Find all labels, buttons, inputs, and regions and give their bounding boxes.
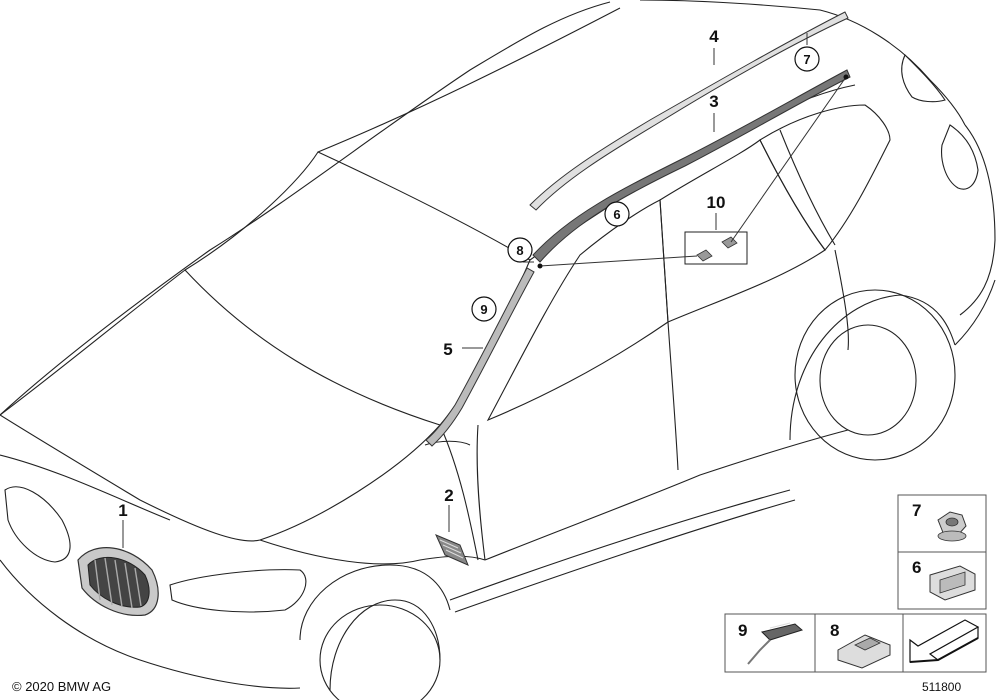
- svg-text:8: 8: [516, 243, 523, 258]
- svg-text:6: 6: [613, 207, 620, 222]
- svg-text:9: 9: [480, 302, 487, 317]
- callout-5: 5: [443, 340, 452, 359]
- kidney-grille: [77, 547, 159, 617]
- svg-text:7: 7: [803, 52, 810, 67]
- callout-7: 7: [794, 46, 820, 72]
- callout-10: 10: [707, 193, 726, 212]
- diagram-number: 511800: [922, 680, 962, 694]
- fender-trim: [435, 534, 469, 566]
- roof-rail-molding: [529, 11, 849, 211]
- copyright: © 2020 BMW AG: [12, 679, 112, 694]
- callout-2: 2: [444, 486, 453, 505]
- door-frame-trim: [532, 69, 851, 263]
- callout-1: 1: [118, 501, 127, 520]
- callout-6: 6: [604, 201, 630, 227]
- svg-text:8: 8: [830, 621, 839, 640]
- callout-4: 4: [709, 27, 719, 46]
- a-pillar-trim: [425, 267, 535, 447]
- svg-text:6: 6: [912, 558, 921, 577]
- legend-item-8[interactable]: 8: [814, 613, 904, 673]
- leader-lines: [122, 33, 849, 548]
- legend-item-9[interactable]: 9: [724, 613, 816, 673]
- bracket-icon: [837, 634, 891, 669]
- svg-text:9: 9: [738, 621, 747, 640]
- nav-arrow-box[interactable]: [902, 613, 987, 673]
- clip-icon: [929, 565, 976, 601]
- legend-item-6[interactable]: 6: [897, 551, 987, 610]
- arrow-icon: [909, 619, 980, 663]
- callout-8: 8: [507, 237, 533, 263]
- clips-box: [684, 231, 748, 265]
- callout-3: 3: [709, 92, 718, 111]
- trim-clip-icon: [747, 622, 804, 665]
- clip-parts: [696, 236, 738, 262]
- svg-text:7: 7: [912, 501, 921, 520]
- nut-icon: [937, 511, 967, 542]
- legend-item-7[interactable]: 7: [897, 494, 987, 553]
- callout-9: 9: [471, 296, 497, 322]
